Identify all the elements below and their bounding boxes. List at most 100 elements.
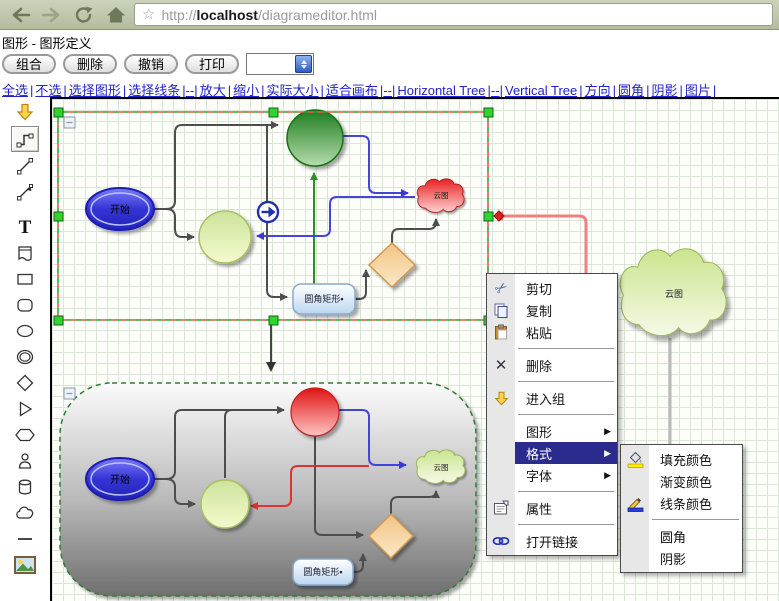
context-menu: ✂ 剪切 复制 粘贴 ✕ 删除 [486,273,618,556]
submenu-item-gradient-color[interactable]: 渐变颜色 [660,474,713,490]
link-fit-canvas[interactable]: 适合画布 [325,83,378,97]
tool-triangle-icon[interactable] [12,397,38,421]
tool-arrow-line-icon[interactable] [12,180,38,204]
tool-ellipse-icon[interactable] [12,319,38,343]
link-rounded-corner[interactable]: 圆角 [618,83,645,97]
connector-endpoint[interactable] [493,210,505,222]
menu-item-delete[interactable]: ✕ 删除 [494,357,553,374]
tool-text-icon[interactable]: T [18,216,32,238]
connector[interactable] [154,121,440,301]
collapse-icon[interactable] [63,116,76,129]
menu-item-cut[interactable]: ✂ 剪切 [491,277,553,299]
connector[interactable] [154,406,440,573]
link-horizontal-tree[interactable]: Horizontal Tree [397,83,486,97]
connector[interactable] [256,135,415,240]
svg-text:开始: 开始 [110,473,130,486]
submenu-arrow-icon: ▶ [604,425,611,436]
link-zoom-out[interactable]: 缩小 [233,83,260,97]
tool-double-ellipse-icon[interactable] [12,345,38,369]
menu-item-paste[interactable]: 粘贴 [487,321,617,343]
rounded-rectangle-shape[interactable]: 圆角矩形▪ [292,283,356,315]
submenu-item-line-color[interactable]: 线条颜色 [621,492,742,514]
forward-icon[interactable] [38,4,66,26]
copy-icon [487,302,515,318]
line-color-icon [621,495,649,512]
link-shadow[interactable]: 阴影 [651,83,678,97]
tool-rectangle-icon[interactable] [12,267,38,291]
submenu-item-shadow[interactable]: 阴影 [660,551,687,567]
tool-rounded-rectangle-icon[interactable] [12,293,38,317]
print-button[interactable]: 打印 [185,54,240,74]
svg-text:云图: 云图 [434,463,449,472]
group-button[interactable]: 组合 [2,54,57,74]
menu-item-open-link[interactable]: 打开链接 [487,530,617,552]
link-marker-icon[interactable] [256,200,280,224]
tool-enter-group-arrow-icon[interactable] [12,100,38,124]
tool-line-icon[interactable] [12,154,38,178]
fill-color-icon [621,451,649,468]
refresh-icon[interactable] [70,4,98,26]
connector[interactable] [493,211,588,282]
paste-icon [487,324,515,340]
start-ellipse[interactable]: 开始 [85,457,155,501]
rounded-rectangle-shape[interactable]: 圆角矩形▪ [292,558,354,586]
diamond-shape[interactable] [367,512,415,560]
cloud-shape[interactable]: 云图 [619,247,727,337]
connector[interactable] [339,409,407,469]
tool-connector-icon[interactable] [11,126,39,152]
bookmark-star-icon[interactable]: ☆ [142,6,156,23]
menu-item-properties[interactable]: 属性 [487,497,617,519]
diamond-shape[interactable] [367,241,417,289]
url-bar[interactable]: ☆ http://localhost/diagrameditor.html [134,3,773,26]
link-vertical-tree[interactable]: Vertical Tree [504,83,578,97]
tool-diamond-icon[interactable] [12,371,38,395]
menu-item-font[interactable]: 字体▶ [526,468,611,484]
start-ellipse[interactable]: 开始 [85,187,155,231]
link-actual-size[interactable]: 实际大小 [266,83,319,97]
submenu-item-fill-color[interactable]: 填充颜色 [621,448,742,470]
submenu-arrow-icon: ▶ [604,469,611,480]
tool-hexagon-icon[interactable] [12,423,38,447]
link-select-lines[interactable]: 选择线条 [128,83,181,97]
cloud-shape[interactable]: 云图 [416,449,466,484]
menu-separator [518,348,614,349]
tool-dash-icon[interactable] [12,527,38,551]
menu-item-shape[interactable]: 图形▶ [526,424,611,440]
circle-shape[interactable] [290,387,340,437]
circle-shape[interactable] [200,479,250,529]
cloud-shape[interactable]: 云图 [417,178,465,213]
link-zoom-in[interactable]: 放大 [199,83,226,97]
command-linkbar: 全选|不选|选择图形|选择线条|--|放大|缩小|实际大小|适合画布|--|Ho… [2,83,717,97]
browser-chrome: ☆ http://localhost/diagrameditor.html [0,0,779,30]
delete-button[interactable]: 删除 [63,54,118,74]
spinner-icon[interactable] [295,55,313,73]
back-icon[interactable] [6,4,34,26]
collapse-icon[interactable] [63,387,76,400]
link-select-all[interactable]: 全选 [2,83,29,97]
link-image[interactable]: 图片 [684,83,711,97]
submenu-item-rounded[interactable]: 圆角 [660,529,687,545]
tool-image-icon[interactable] [12,553,38,577]
menu-separator [652,519,739,520]
menu-item-copy[interactable]: 复制 [487,299,617,321]
undo-button[interactable]: 撤销 [124,54,179,74]
linkbar-divider: -- [383,83,392,97]
link-select-shapes[interactable]: 选择图形 [68,83,121,97]
tool-cylinder-icon[interactable] [12,475,38,499]
svg-text:开始: 开始 [110,203,130,216]
circle-shape[interactable] [198,210,252,264]
enter-group-icon [487,391,515,406]
tool-note-icon[interactable] [12,241,38,265]
link-direction[interactable]: 方向 [584,83,611,97]
home-icon[interactable] [102,4,130,26]
tool-actor-icon[interactable] [12,449,38,473]
diagram-canvas[interactable]: 云图 开始 云图 [50,97,779,601]
menu-item-format[interactable]: 格式▶ [487,442,617,464]
connector[interactable] [250,465,369,510]
zoom-select[interactable] [246,53,315,75]
circle-shape[interactable] [286,109,344,167]
link-deselect[interactable]: 不选 [35,83,62,97]
menu-item-enter-group[interactable]: 进入组 [487,387,617,409]
menu-separator [518,491,614,492]
tool-cloud-icon[interactable] [12,501,38,525]
